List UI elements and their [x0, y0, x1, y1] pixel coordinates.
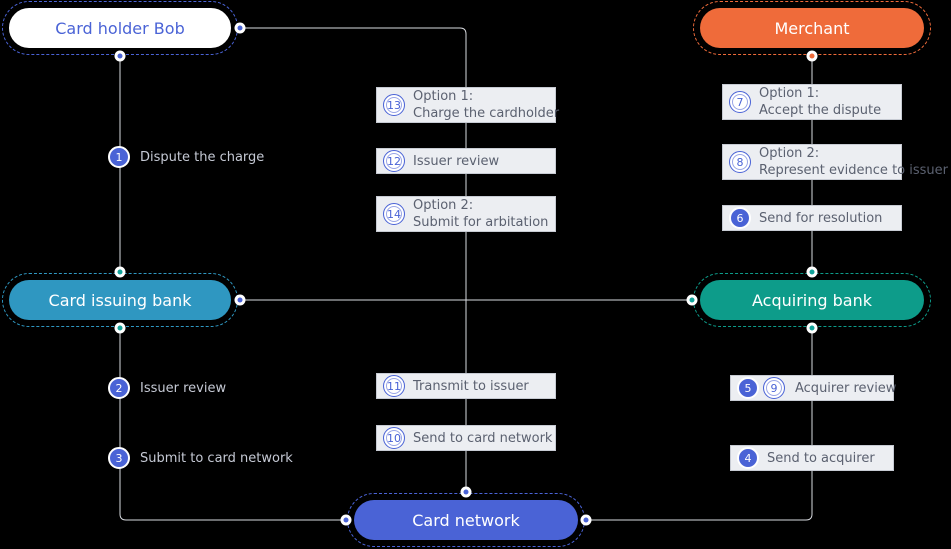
connector-dot [806, 322, 818, 334]
connector-dot [340, 514, 352, 526]
step-1: 1 Dispute the charge [108, 146, 264, 168]
step-3: 3 Submit to card network [108, 447, 293, 469]
step-label: Submit for arbitation [413, 215, 549, 230]
step-number-badge: 7 [729, 91, 751, 113]
step-label: Accept the dispute [759, 103, 882, 118]
connector-dot [686, 294, 698, 306]
step-number-badge: 12 [383, 150, 405, 172]
step-4-box: 4 Send to acquirer [730, 445, 894, 471]
issuing-bank-node[interactable]: Card issuing bank [9, 280, 231, 320]
step-number-badge: 13 [383, 94, 405, 116]
connector-dot [114, 50, 126, 62]
card-network-node[interactable]: Card network [354, 500, 578, 540]
connector-dot [460, 486, 472, 498]
step-label: Represent evidence to issuer [759, 163, 948, 178]
step-label: Option 2: [759, 146, 820, 161]
step-label: Submit to card network [140, 450, 293, 466]
step-label: Option 1: [413, 89, 474, 104]
connector-dot [234, 22, 246, 34]
step-7-box: 7 Option 1: Accept the dispute [722, 84, 902, 120]
step-12-box: 12 Issuer review [376, 148, 556, 174]
step-label: Transmit to issuer [413, 378, 529, 394]
step-5-9-box: 5 9 Acquirer review [730, 375, 897, 401]
step-number-badge: 11 [383, 375, 405, 397]
connector-dot [580, 514, 592, 526]
connector-dot [114, 266, 126, 278]
step-11-box: 11 Transmit to issuer [376, 373, 556, 399]
step-label: Acquirer review [795, 380, 897, 396]
connector-dot [114, 322, 126, 334]
step-13-box: 13 Option 1: Charge the cardholder [376, 87, 560, 123]
step-label: Issuer review [140, 380, 227, 396]
step-label: Send to acquirer [767, 450, 875, 466]
step-6-box: 6 Send for resolution [722, 205, 902, 231]
step-number-badge: 6 [729, 207, 751, 229]
step-label: Send to card network [413, 430, 553, 446]
step-label: Send for resolution [759, 210, 883, 226]
cardholder-node[interactable]: Card holder Bob [9, 8, 231, 48]
connector-dot [806, 50, 818, 62]
step-10-box: 10 Send to card network [376, 425, 556, 451]
merchant-node[interactable]: Merchant [700, 8, 924, 48]
acquiring-bank-node[interactable]: Acquiring bank [700, 280, 924, 320]
step-label: Dispute the charge [140, 149, 265, 165]
step-number-badge: 14 [383, 203, 405, 225]
step-label: Issuer review [413, 153, 500, 169]
step-number-badge: 3 [108, 447, 130, 469]
step-number-badge: 1 [108, 146, 130, 168]
step-8-box: 8 Option 2: Represent evidence to issuer [722, 144, 948, 180]
step-2: 2 Issuer review [108, 377, 226, 399]
step-14-box: 14 Option 2: Submit for arbitation [376, 196, 556, 232]
connector-dot [234, 294, 246, 306]
step-label: Option 2: [413, 198, 474, 213]
step-number-badge: 2 [108, 377, 130, 399]
step-number-badge: 9 [763, 377, 785, 399]
step-number-badge: 8 [729, 151, 751, 173]
connector-dot [806, 266, 818, 278]
step-label: Charge the cardholder [413, 106, 560, 121]
step-number-badge: 5 [737, 377, 759, 399]
step-number-badge: 10 [383, 427, 405, 449]
step-label: Option 1: [759, 86, 820, 101]
step-number-badge: 4 [737, 447, 759, 469]
